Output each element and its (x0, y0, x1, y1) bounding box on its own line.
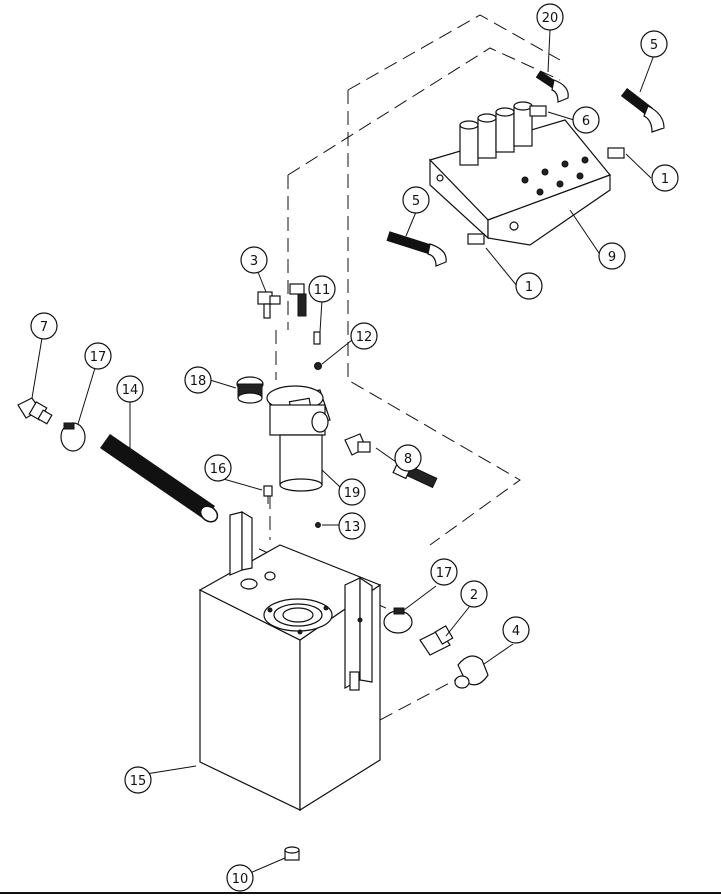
svg-text:7: 7 (40, 320, 48, 335)
svg-text:8: 8 (404, 452, 412, 467)
svg-text:17: 17 (436, 566, 453, 581)
plug-part-12 (314, 362, 322, 370)
callout-14: 14 (116, 375, 144, 403)
fitting-part-6 (529, 105, 547, 117)
svg-text:15: 15 (130, 774, 147, 789)
svg-text:13: 13 (344, 520, 361, 535)
fitting-part-7 (17, 397, 53, 425)
svg-text:17: 17 (90, 350, 107, 365)
svg-text:9: 9 (608, 250, 616, 265)
callout-8: 8 (394, 444, 422, 472)
svg-text:16: 16 (210, 462, 227, 477)
callout-1: 1 (515, 272, 543, 300)
fitting-part-1a (607, 147, 625, 159)
svg-text:1: 1 (525, 280, 533, 295)
breather-cap-part-18 (236, 376, 264, 404)
fitting-part-1b (467, 233, 485, 245)
svg-text:20: 20 (542, 11, 559, 26)
dashed-assembly-lines (239, 14, 561, 721)
callout-12: 12 (350, 322, 378, 350)
svg-text:6: 6 (582, 114, 590, 129)
callout-17: 17 (84, 342, 112, 370)
elbow-part-4 (454, 655, 489, 689)
callout-18: 18 (184, 366, 212, 394)
callout-20: 20 (536, 3, 564, 31)
tank-part-15 (198, 510, 382, 812)
svg-text:10: 10 (232, 872, 249, 887)
callout-4: 4 (502, 616, 530, 644)
svg-text:5: 5 (650, 38, 658, 53)
svg-text:4: 4 (512, 624, 520, 639)
callout-7: 7 (30, 312, 58, 340)
callout-16: 16 (204, 454, 232, 482)
plug-part-10 (284, 846, 300, 861)
hose-barb-part-2 (419, 625, 454, 656)
callout-11: 11 (308, 275, 336, 303)
callout-10: 10 (226, 864, 254, 892)
callout-5: 5 (640, 30, 668, 58)
svg-text:12: 12 (356, 330, 373, 345)
svg-text:14: 14 (122, 383, 139, 398)
fitting-part-8 (344, 433, 438, 489)
callout-17: 17 (430, 558, 458, 586)
svg-text:2: 2 (470, 588, 478, 603)
fitting-part-11 (289, 283, 321, 345)
callout-9: 9 (598, 242, 626, 270)
svg-text:1: 1 (661, 172, 669, 187)
callouts: 20 5 6 1 5 9 1 3 (30, 3, 679, 892)
callout-15: 15 (124, 766, 152, 794)
callout-19: 19 (338, 478, 366, 506)
callout-2: 2 (460, 580, 488, 608)
hose-assembly-part-5a (386, 231, 447, 267)
hose-clamp-part-17a (60, 422, 86, 452)
suction-hose-part-14 (100, 434, 219, 523)
hose-clamp-part-17b (383, 607, 413, 634)
svg-text:11: 11 (314, 283, 331, 298)
hose-assembly-part-5b (620, 88, 665, 133)
callout-13: 13 (338, 512, 366, 540)
svg-text:3: 3 (250, 254, 258, 269)
leader-lines (31, 29, 655, 874)
svg-text:18: 18 (190, 374, 207, 389)
valve-block-part-9 (428, 101, 611, 246)
return-filter-part-19 (266, 385, 331, 492)
callout-5: 5 (402, 186, 430, 214)
fitting-part-16 (263, 485, 273, 504)
elbow-fitting-part-3 (257, 291, 281, 319)
svg-text:19: 19 (344, 486, 361, 501)
callout-3: 3 (240, 246, 268, 274)
svg-text:5: 5 (412, 194, 420, 209)
fitting-part-20 (535, 70, 569, 103)
callout-1: 1 (651, 164, 679, 192)
plug-part-13 (315, 522, 321, 528)
callout-6: 6 (572, 106, 600, 134)
